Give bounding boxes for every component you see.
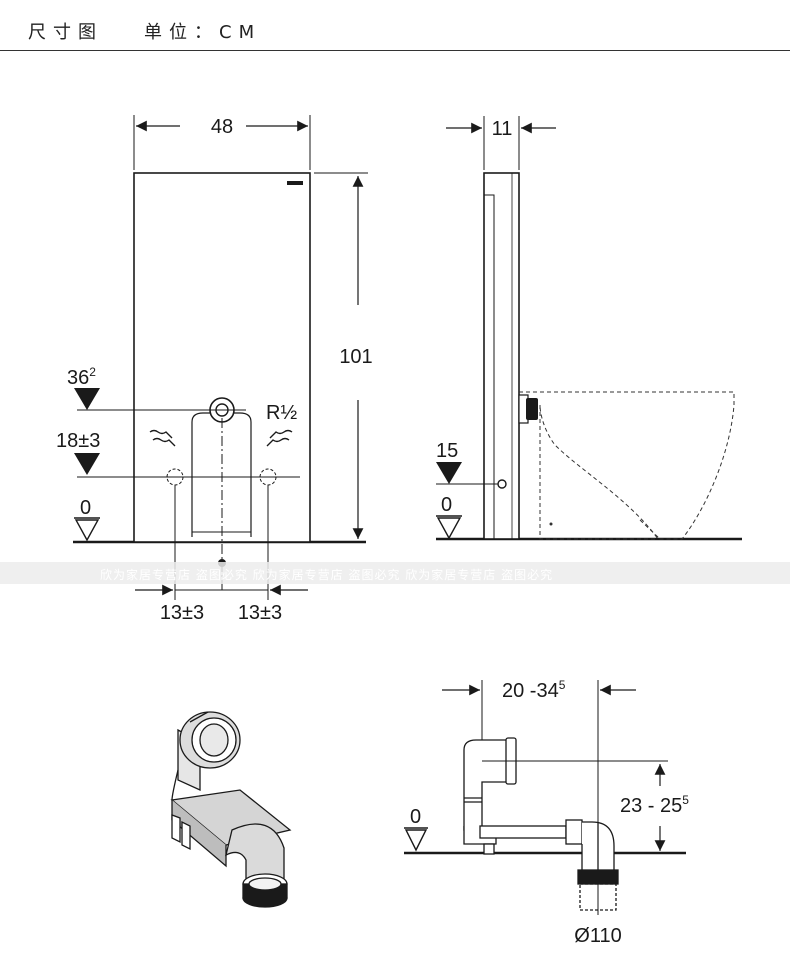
page-title: 尺寸图 bbox=[28, 22, 103, 43]
dim-depth: 11 bbox=[492, 118, 513, 140]
panel-side bbox=[483, 172, 520, 540]
side-view: 15 0 11 bbox=[436, 116, 742, 541]
level-marker-floor-side bbox=[436, 517, 462, 540]
level-marker-floor-drain bbox=[404, 829, 428, 852]
water-wave-icon bbox=[149, 429, 293, 447]
unit-label: 单位：CM bbox=[144, 22, 262, 43]
pipe-point-side bbox=[497, 479, 507, 489]
dim-width: 48 bbox=[211, 116, 233, 138]
brand-logo bbox=[287, 181, 303, 185]
pipe-isometric bbox=[170, 711, 292, 908]
flush-button-side bbox=[526, 398, 538, 420]
level-marker-15 bbox=[436, 462, 462, 484]
drain-pipe bbox=[463, 737, 619, 911]
drain-side-view: 20 -345 23 - 255 0 Ø110 bbox=[404, 678, 689, 947]
floor-label-side: 0 bbox=[441, 494, 452, 516]
dim-offset-left: 13±3 bbox=[160, 602, 204, 624]
front-view: 48 101 362 R½ 18±3 0 13±3 13±3 bbox=[56, 115, 373, 624]
watermark-band bbox=[0, 562, 790, 584]
dim-height: 101 bbox=[339, 346, 372, 368]
connection-label: R½ bbox=[266, 402, 297, 424]
dim-offset-right: 13±3 bbox=[238, 602, 282, 624]
floor-label-drain: 0 bbox=[410, 806, 421, 828]
header-bar: 尺寸图 单位：CM bbox=[0, 0, 790, 51]
level-marker-18 bbox=[74, 453, 100, 475]
level-marker-36 bbox=[74, 388, 100, 410]
dim-diameter: Ø110 bbox=[574, 925, 621, 947]
watermark-text: 欣为家居专营店 盗图必究 欣为家居专营店 盗图必究 欣为家居专营店 盗图必究 bbox=[100, 568, 554, 582]
level-marker-floor bbox=[74, 519, 100, 542]
floor-label-front: 0 bbox=[80, 497, 91, 519]
dim-supply-height: 362 bbox=[67, 365, 96, 389]
dim-flush-height: 18±3 bbox=[56, 430, 100, 452]
dim-drain-distance: 20 -345 bbox=[502, 678, 566, 702]
dim-drain-height: 23 - 255 bbox=[620, 793, 689, 817]
dim-pipe-height: 15 bbox=[436, 440, 458, 462]
toilet-outline bbox=[519, 391, 735, 540]
